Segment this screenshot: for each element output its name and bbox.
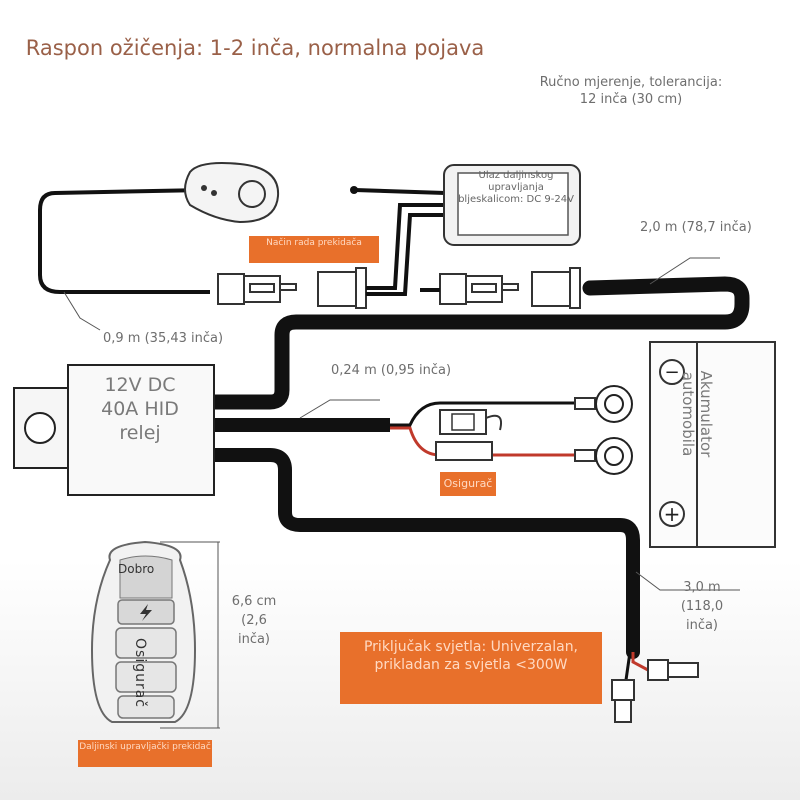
relay-line2: 40A HID [101, 398, 179, 420]
light-output-cable [208, 448, 640, 659]
fuse-holder [390, 401, 575, 461]
wire-end-dot [350, 186, 358, 194]
car-battery [649, 341, 776, 548]
measurement-note-line1: Ručno mjerenje, tolerancija: [539, 75, 723, 90]
fuse-badge: Osigurač [440, 472, 496, 496]
remote-height-line3: inča) [237, 632, 271, 647]
lightning-icon [140, 604, 152, 621]
relay-line1: 12V DC [104, 374, 176, 396]
length-3.0m-line2: (118,0 [680, 599, 724, 614]
switch-loop-wire [38, 188, 210, 294]
length-label-0.9m: 0,9 m (35,43 inča) [103, 331, 224, 346]
battery-label: Akumulator automobila [679, 370, 715, 458]
length-3.0m-line3: inča) [685, 618, 719, 633]
module-input-wire [354, 188, 446, 195]
mode-switch-button [184, 162, 280, 224]
light-connector-badge: Priključak svjetla: Univerzalan, priklad… [340, 632, 602, 704]
light-connector-plug [611, 651, 699, 723]
battery-plus-symbol: + [664, 502, 681, 526]
diagram-title: Raspon ožičenja: 1-2 inča, normalna poja… [25, 36, 485, 60]
relay-body [13, 364, 215, 496]
measurement-note-line2: 12 inča (30 cm) [579, 92, 683, 107]
module-wire-a [366, 203, 445, 290]
main-harness-cable [207, 276, 750, 410]
remote-fob [90, 540, 197, 723]
ring-terminal-negative [574, 385, 633, 423]
measurement-note: Ručno mjerenje, tolerancija: 12 inča (30… [520, 74, 742, 108]
remote-top-label: Dobro [118, 562, 155, 576]
length-label-3.0m: 3,0 m (118,0 inča) [672, 578, 732, 635]
remote-module-box [443, 164, 581, 246]
length-label-2.0m: 2,0 m (78,7 inča) [640, 220, 752, 235]
remote-switch-badge: Daljinski upravljački prekidač [78, 740, 212, 767]
connector-pair-1 [217, 267, 367, 309]
length-label-0.24m: 0,24 m (0,95 inča) [331, 363, 452, 378]
ring-terminal-positive [574, 437, 633, 475]
length-3.0m-line1: 3,0 m [683, 580, 721, 595]
relay-line3: relej [119, 422, 161, 444]
connector-pair-2 [439, 267, 581, 309]
remote-height-label: 6,6 cm (2,6 inča) [224, 592, 284, 649]
remote-side-label: Osigurač [132, 638, 148, 708]
battery-minus-symbol: − [664, 362, 679, 383]
mode-switch-badge: Način rada prekidača [249, 236, 379, 263]
relay-label: 12V DC 40A HID relej [70, 373, 210, 445]
callout-lines [63, 257, 740, 729]
module-wire-b [366, 213, 445, 296]
remote-height-line2: (2,6 [241, 613, 267, 628]
remote-module-label: Ulaz daljinskog upravljanja bljeskalicom… [458, 170, 574, 205]
remote-height-line1: 6,6 cm [231, 594, 277, 609]
